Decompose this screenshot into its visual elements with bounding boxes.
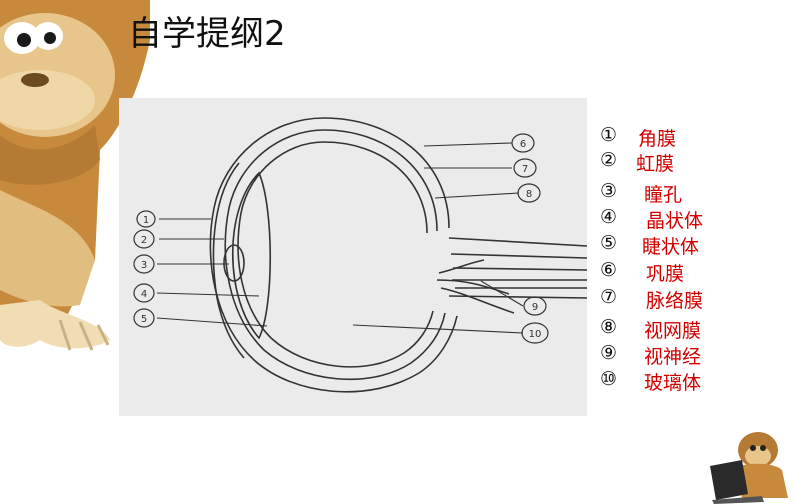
legend-label: 视网膜 — [644, 316, 701, 343]
monkey-laptop-illustration — [702, 428, 794, 504]
diagram-label-3: 3 — [141, 260, 147, 271]
legend-label: 视神经 — [644, 342, 701, 369]
legend-label: 虹膜 — [636, 149, 674, 176]
legend-number: ⑦ — [600, 286, 617, 308]
legend-label: 玻璃体 — [644, 368, 701, 395]
eye-structure-drawing: 1 2 3 4 5 6 7 8 9 10 — [119, 98, 587, 416]
legend-number: ⑤ — [600, 232, 617, 254]
legend-number: ⑩ — [600, 368, 617, 390]
choroid-outline — [225, 130, 445, 379]
legend-label: 瞳孔 — [644, 180, 682, 207]
legend-number: ⑧ — [600, 316, 617, 338]
legend-number: ③ — [600, 180, 617, 202]
legend-label: 巩膜 — [646, 259, 684, 286]
legend-label: 角膜 — [638, 124, 676, 151]
diagram-label-2: 2 — [141, 235, 147, 246]
diagram-label-7: 7 — [522, 164, 528, 175]
sclera-outline — [210, 118, 457, 392]
retina-outline — [238, 142, 433, 367]
legend-number: ④ — [600, 206, 617, 228]
diagram-label-1: 1 — [143, 215, 149, 226]
diagram-label-10: 10 — [529, 329, 542, 340]
legend-number: ⑥ — [600, 259, 617, 281]
diagram-label-8: 8 — [526, 189, 532, 200]
legend-label: 晶状体 — [646, 206, 703, 233]
legend-number: ① — [600, 124, 617, 146]
optic-nerve-outline — [449, 238, 587, 298]
legend-label: 脉络膜 — [646, 286, 703, 313]
legend-label: 睫状体 — [642, 232, 699, 259]
diagram-label-4: 4 — [141, 289, 147, 300]
diagram-label-6: 6 — [520, 139, 526, 150]
legend-number: ② — [600, 149, 617, 171]
eye-diagram: 1 2 3 4 5 6 7 8 9 10 — [119, 98, 587, 416]
diagram-label-5: 5 — [141, 314, 147, 325]
diagram-label-9: 9 — [532, 302, 538, 313]
legend-number: ⑨ — [600, 342, 617, 364]
page-title: 自学提纲2 — [128, 6, 286, 55]
